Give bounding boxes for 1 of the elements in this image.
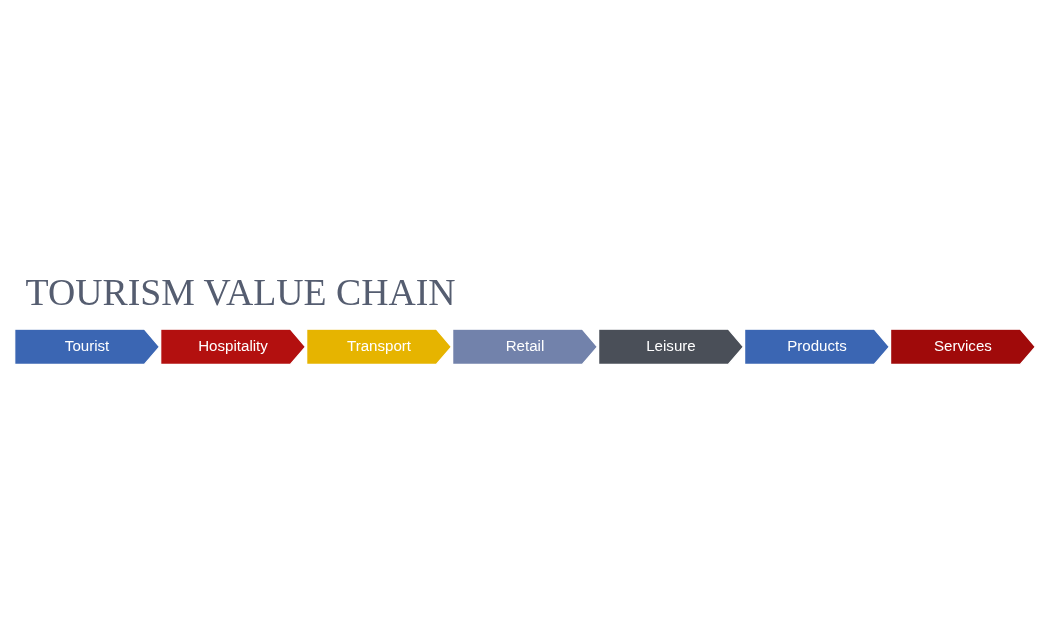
diagram-title: TOURISM VALUE CHAIN: [25, 270, 456, 313]
